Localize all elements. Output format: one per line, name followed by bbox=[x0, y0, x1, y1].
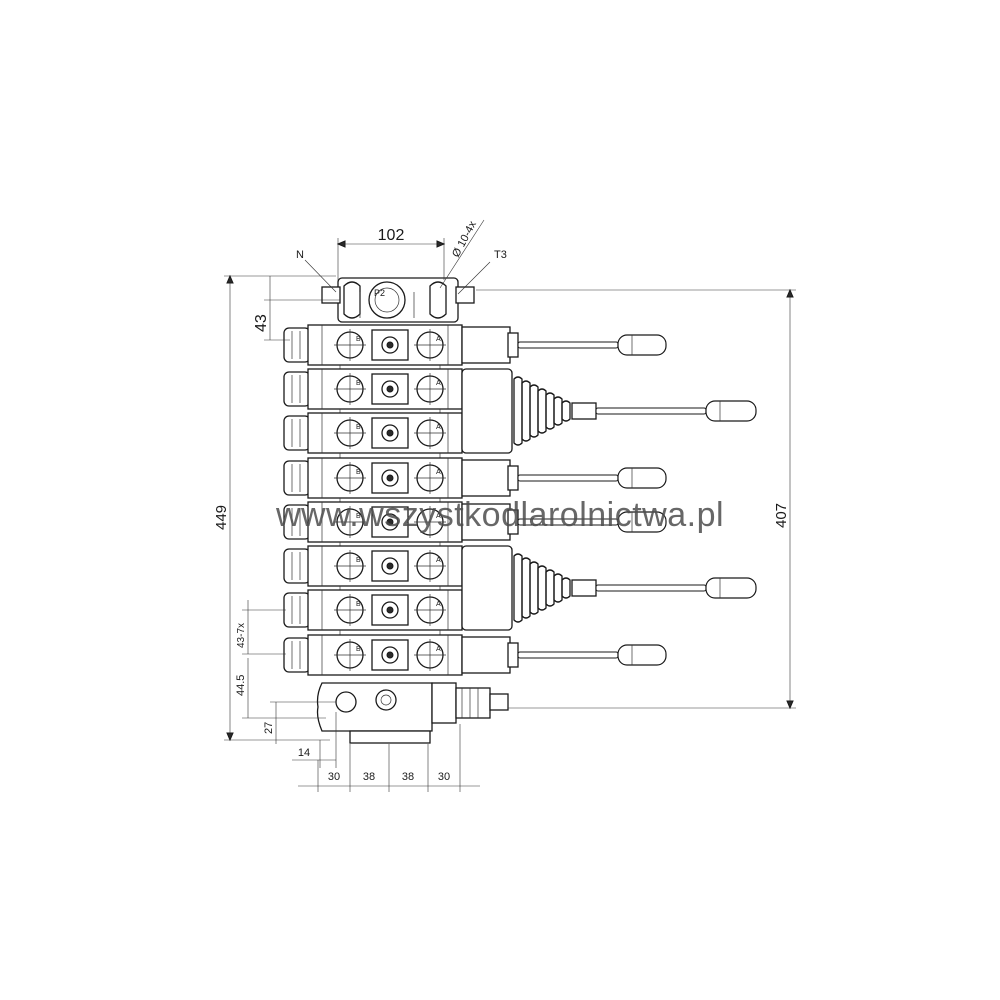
port-label-b: B bbox=[356, 513, 361, 520]
lever-handle bbox=[461, 459, 667, 497]
port-label-b: B bbox=[356, 469, 361, 476]
dim-hole-spec: Ø 10-4x bbox=[450, 219, 479, 260]
port-label-a: A bbox=[436, 513, 441, 520]
dim-bottom-3: 38 bbox=[402, 771, 414, 783]
port-label-b: B bbox=[356, 557, 361, 564]
dim-small-offset: 14 bbox=[298, 747, 310, 759]
lever-handle bbox=[461, 503, 667, 541]
joystick-handle bbox=[461, 368, 757, 454]
port-label-a: A bbox=[436, 601, 441, 608]
outlet-cover bbox=[316, 682, 509, 744]
port-label-a: A bbox=[436, 469, 441, 476]
label-port-n: N bbox=[296, 249, 304, 261]
dim-bottom-4: 30 bbox=[438, 771, 450, 783]
dim-bottom-2: 38 bbox=[363, 771, 375, 783]
port-label-a: A bbox=[436, 336, 441, 343]
dim-section-height: 43 bbox=[253, 314, 270, 332]
port-label-b: B bbox=[356, 424, 361, 431]
inlet-cover bbox=[321, 277, 475, 323]
port-label-b: B bbox=[356, 336, 361, 343]
port-label-a: A bbox=[436, 557, 441, 564]
dim-bottom-1: 30 bbox=[328, 771, 340, 783]
dim-base-offset: 27 bbox=[263, 722, 275, 734]
dimension-lines bbox=[224, 219, 796, 792]
label-port-t3: T3 bbox=[494, 249, 507, 261]
dim-lever-height: 407 bbox=[773, 503, 790, 528]
port-label-a: A bbox=[436, 380, 441, 387]
port-label-b: B bbox=[356, 601, 361, 608]
dim-total-height: 449 bbox=[213, 505, 230, 530]
port-label-b: B bbox=[356, 646, 361, 653]
lever-handle bbox=[461, 636, 667, 674]
port-label-a: A bbox=[436, 646, 441, 653]
port-label-b: B bbox=[356, 380, 361, 387]
lever-handle bbox=[461, 326, 667, 364]
port-label-a: A bbox=[436, 424, 441, 431]
dim-top-width: 102 bbox=[378, 227, 405, 244]
joystick-handle bbox=[461, 545, 757, 631]
watermark: www.wszystkodlarolnictwa.pl bbox=[275, 496, 724, 534]
dim-outlet-offset: 44.5 bbox=[235, 675, 247, 696]
label-port-p2: P2 bbox=[374, 288, 385, 298]
dim-pitch: 43-7x bbox=[236, 623, 247, 648]
